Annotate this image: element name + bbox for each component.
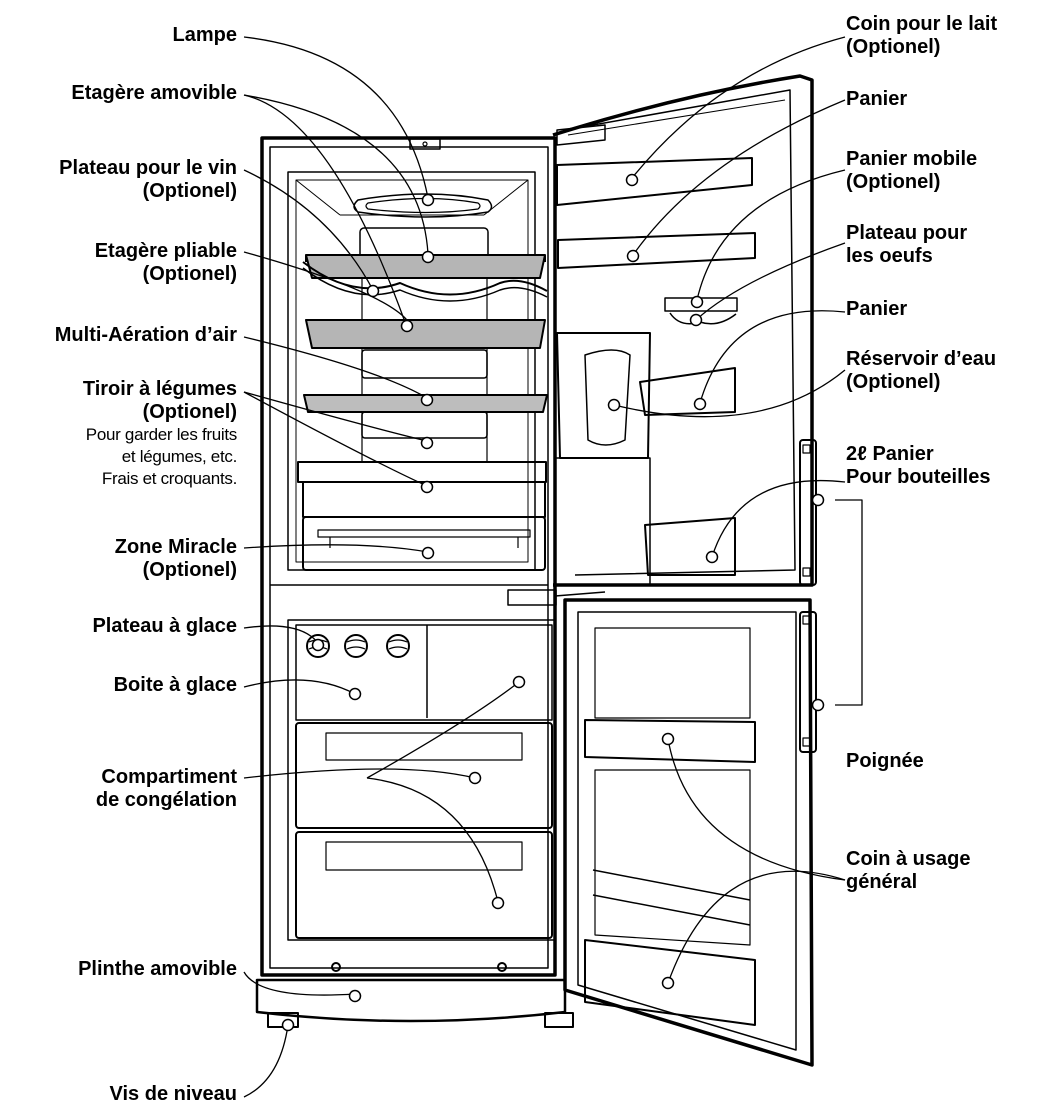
label-boite-glace: Boite à glace [114,674,237,697]
label-panier-1-text: Panier [846,88,908,110]
label-etagere-amovible-text: Etagère amovible [71,82,237,104]
label-line: général [846,871,918,893]
label-vis-niveau: Vis de niveau [110,1083,237,1106]
label-line: Zone Miracle [114,536,237,558]
label-desc-line: Frais et croquants. [101,469,237,488]
label-line: 2ℓ Panier [846,443,934,465]
label-panier-mobile: Panier mobile(Optionel) [846,148,977,194]
label-line: Panier mobile [846,148,978,170]
label-line: (Optionel) [142,263,237,285]
label-line: Tiroir à légumes [82,378,237,400]
label-multi-aeration-text: Multi-Aération d’air [54,324,237,346]
label-plinthe-text: Plinthe amovible [78,958,237,980]
label-line: (Optionel) [142,401,237,423]
label-desc-line: et légumes, etc. [121,447,238,466]
label-poignee-text: Poignée [846,750,924,772]
label-line: Plateau pour [846,222,968,244]
label-poignee: Poignée [846,750,924,773]
label-line: (Optionel) [142,559,237,581]
label-lampe: Lampe [173,24,237,47]
label-etagere-amovible: Etagère amovible [71,82,237,105]
label-vis-niveau-text: Vis de niveau [109,1083,237,1105]
label-panier-2: Panier [846,298,907,321]
callout-markers [281,173,825,1032]
upper-door [552,74,817,587]
label-plateau-glace: Plateau à glace [92,615,237,638]
label-line: (Optionel) [846,171,941,193]
label-etagere-pliable: Etagère pliable(Optionel) [95,240,237,286]
label-line: Réservoir d’eau [846,348,997,370]
label-desc-line: Pour garder les fruits [85,425,238,444]
label-line: les oeufs [846,245,933,267]
label-tiroir-legumes: Tiroir à légumes(Optionel) Pour garder le… [83,378,237,490]
label-multi-aeration: Multi-Aération d’air [55,324,237,347]
label-panier-2-text: Panier [846,298,908,320]
label-panier-1: Panier [846,88,907,111]
leader-lines [243,36,863,1098]
label-lampe-text: Lampe [172,24,237,46]
lower-door [563,598,817,1067]
label-plinthe: Plinthe amovible [78,958,237,981]
label-line: Etagère pliable [94,240,237,262]
label-reservoir: Réservoir d’eau(Optionel) [846,348,996,394]
vegetable-drawers [297,461,547,571]
label-line: Pour bouteilles [846,466,991,488]
label-plateau-glace-text: Plateau à glace [92,615,237,637]
label-zone-miracle: Zone Miracle(Optionel) [115,536,237,582]
label-coin-lait: Coin pour le lait(Optionel) [846,13,997,59]
label-line: (Optionel) [142,180,237,202]
label-line: Coin pour le lait [846,13,998,35]
label-line: Plateau pour le vin [59,157,237,179]
label-line: (Optionel) [846,371,941,393]
hinge [507,589,606,606]
label-line: Compartiment [101,766,237,788]
label-line: (Optionel) [846,36,941,58]
freezer-section [270,584,556,941]
label-line: de congélation [95,789,237,811]
glass-shelves [302,254,548,413]
label-boite-glace-text: Boite à glace [113,674,237,696]
label-line: Coin à usage [846,848,971,870]
label-plateau-vin: Plateau pour le vin(Optionel) [59,157,237,203]
